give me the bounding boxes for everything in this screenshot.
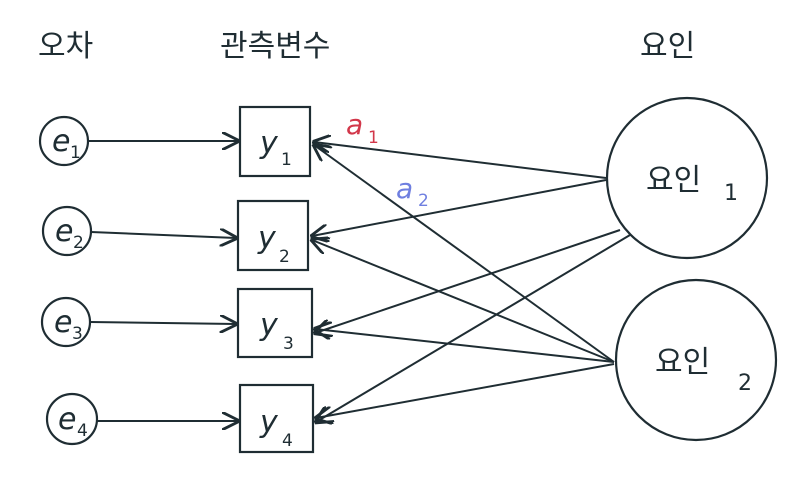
error-node-3: e 3 — [40, 296, 92, 348]
error-node-label: e — [58, 402, 76, 437]
error-arrow-2 — [90, 232, 236, 238]
factor-node-label: 요인 — [646, 163, 701, 198]
coefficient-subscript: 1 — [368, 128, 379, 148]
coefficient-label: a — [346, 108, 363, 141]
header-observed: 관측변수 — [220, 29, 330, 64]
loading-arrow-f1-y4 — [316, 234, 631, 422]
loading-arrow-f2-y3 — [315, 329, 615, 363]
factor-node-label: 요인 — [655, 345, 710, 380]
loading-arrow-f2-y1 — [314, 145, 615, 363]
coefficient-a2: a 2 — [396, 172, 429, 211]
error-arrow-3 — [89, 322, 236, 324]
error-node-label: e — [55, 214, 73, 249]
factor-node-number: 1 — [724, 181, 738, 206]
coefficient-a1: a 1 — [346, 108, 379, 148]
error-node-label: e — [52, 124, 70, 159]
loading-arrow-f2-y4 — [316, 363, 615, 418]
loading-arrow-f1-y2 — [312, 179, 607, 236]
observed-box-3: y 3 — [236, 287, 314, 359]
observed-box-1: y 1 — [238, 105, 312, 178]
observed-box-subscript: 3 — [283, 334, 294, 354]
observed-box-label: y — [259, 405, 279, 440]
error-node-2: e 2 — [41, 205, 93, 257]
error-node-subscript: 3 — [72, 324, 83, 344]
coefficient-subscript: 2 — [418, 191, 429, 211]
loading-arrow-f1-y1 — [314, 142, 607, 179]
observed-box-subscript: 4 — [282, 431, 293, 451]
observed-box-label: y — [259, 126, 279, 161]
observed-box-2: y 2 — [236, 199, 310, 272]
error-node-4: e 4 — [45, 392, 99, 446]
error-node-subscript: 4 — [77, 421, 88, 441]
factor-node-2: 요인 2 — [614, 278, 778, 442]
factor-node-number: 2 — [738, 371, 752, 396]
coefficient-label: a — [396, 172, 413, 205]
error-node-subscript: 2 — [73, 233, 84, 253]
header-error: 오차 — [38, 29, 93, 64]
error-node-label: e — [54, 305, 72, 340]
factor-node-1: 요인 1 — [605, 96, 769, 260]
observed-box-label: y — [259, 308, 279, 343]
observed-box-subscript: 1 — [281, 150, 292, 170]
observed-box-label: y — [257, 221, 277, 256]
observed-box-4: y 4 — [238, 383, 315, 454]
observed-box-subscript: 2 — [279, 247, 290, 267]
error-node-subscript: 1 — [70, 143, 81, 163]
loading-arrow-f2-y2 — [312, 240, 615, 363]
header-factor: 요인 — [640, 29, 695, 64]
loading-arrow-f1-y3 — [315, 229, 621, 333]
error-node-1: e 1 — [38, 115, 90, 167]
